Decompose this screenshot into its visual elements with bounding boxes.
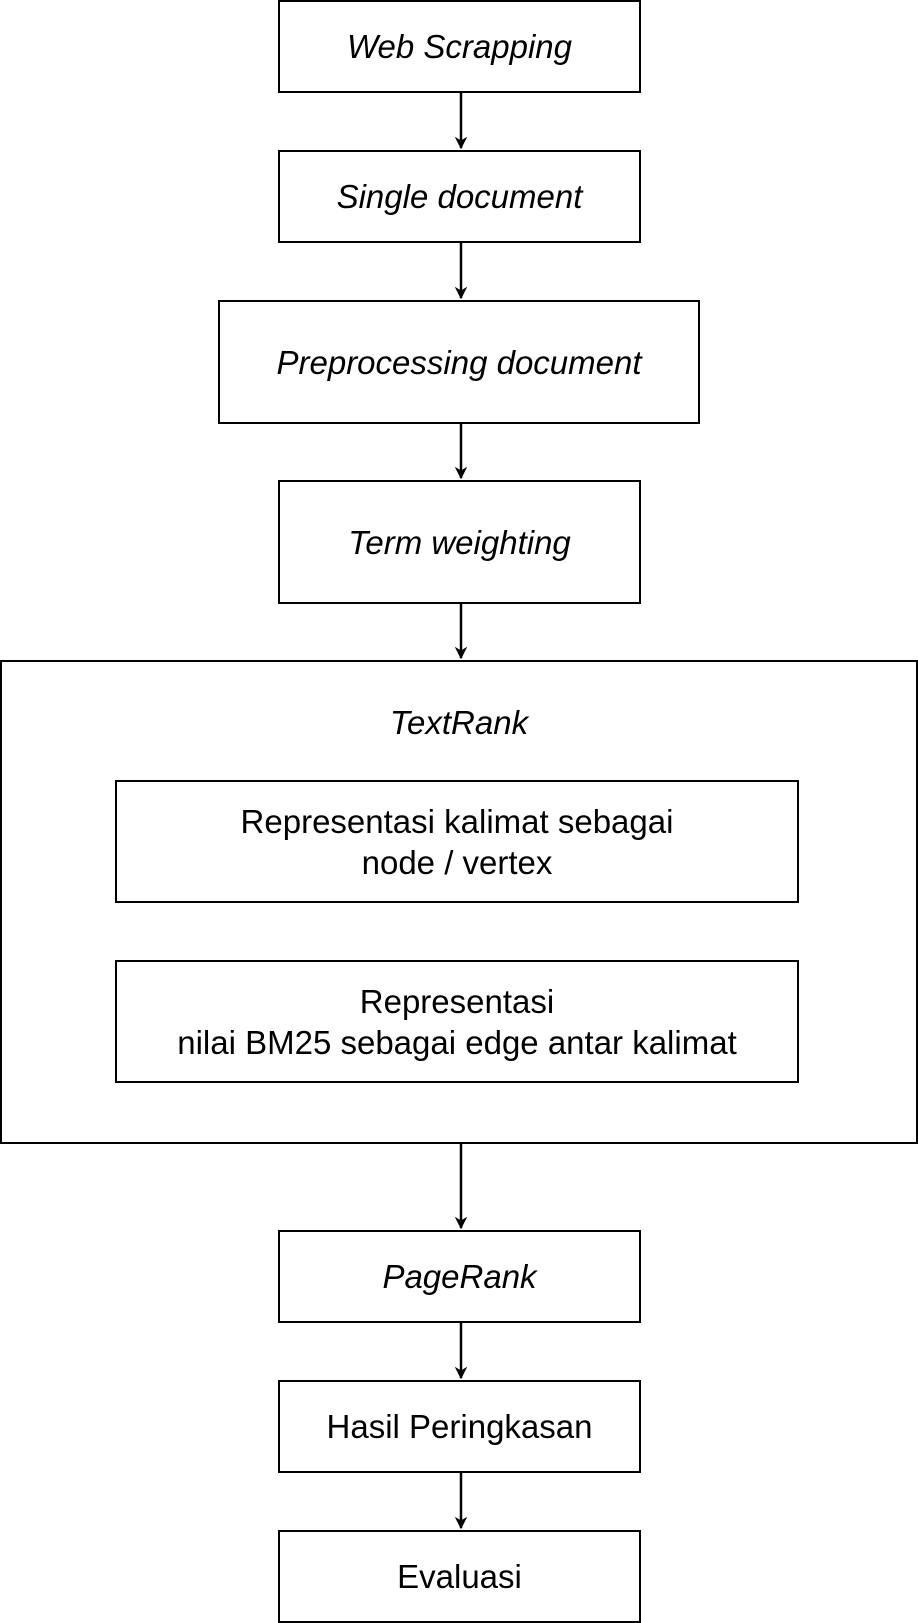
- textrank-edge-representation: Representasi nilai BM25 sebagai edge ant…: [115, 960, 799, 1083]
- edge-representation-line1: Representasi: [359, 982, 555, 1020]
- step-hasil-label: Hasil Peringkasan: [326, 1408, 593, 1445]
- step-evaluasi: Evaluasi: [278, 1530, 641, 1623]
- step-pagerank-label: PageRank: [382, 1258, 537, 1295]
- edge-representation-line2: nilai BM25 sebagai edge antar kalimat: [177, 1023, 737, 1061]
- textrank-node-representation: Representasi kalimat sebagai node / vert…: [115, 780, 799, 903]
- step-single-document-label: Single document: [336, 178, 583, 215]
- step-term-weighting-label: Term weighting: [348, 523, 571, 561]
- step-single-document: Single document: [278, 150, 641, 243]
- step-term-weighting: Term weighting: [278, 480, 641, 604]
- step-web-scrapping-label: Web Scrapping: [346, 28, 573, 65]
- step-preprocessing-document: Preprocessing document: [218, 300, 700, 424]
- step-pagerank: PageRank: [278, 1230, 641, 1323]
- node-representation-line2: node / vertex: [361, 843, 553, 881]
- step-preprocessing-label: Preprocessing document: [276, 343, 642, 381]
- step-hasil-peringkasan: Hasil Peringkasan: [278, 1380, 641, 1473]
- step-web-scrapping: Web Scrapping: [278, 0, 641, 93]
- node-representation-line1: Representasi kalimat sebagai: [240, 802, 674, 840]
- textrank-title: TextRank: [389, 704, 529, 741]
- step-evaluasi-label: Evaluasi: [397, 1558, 522, 1595]
